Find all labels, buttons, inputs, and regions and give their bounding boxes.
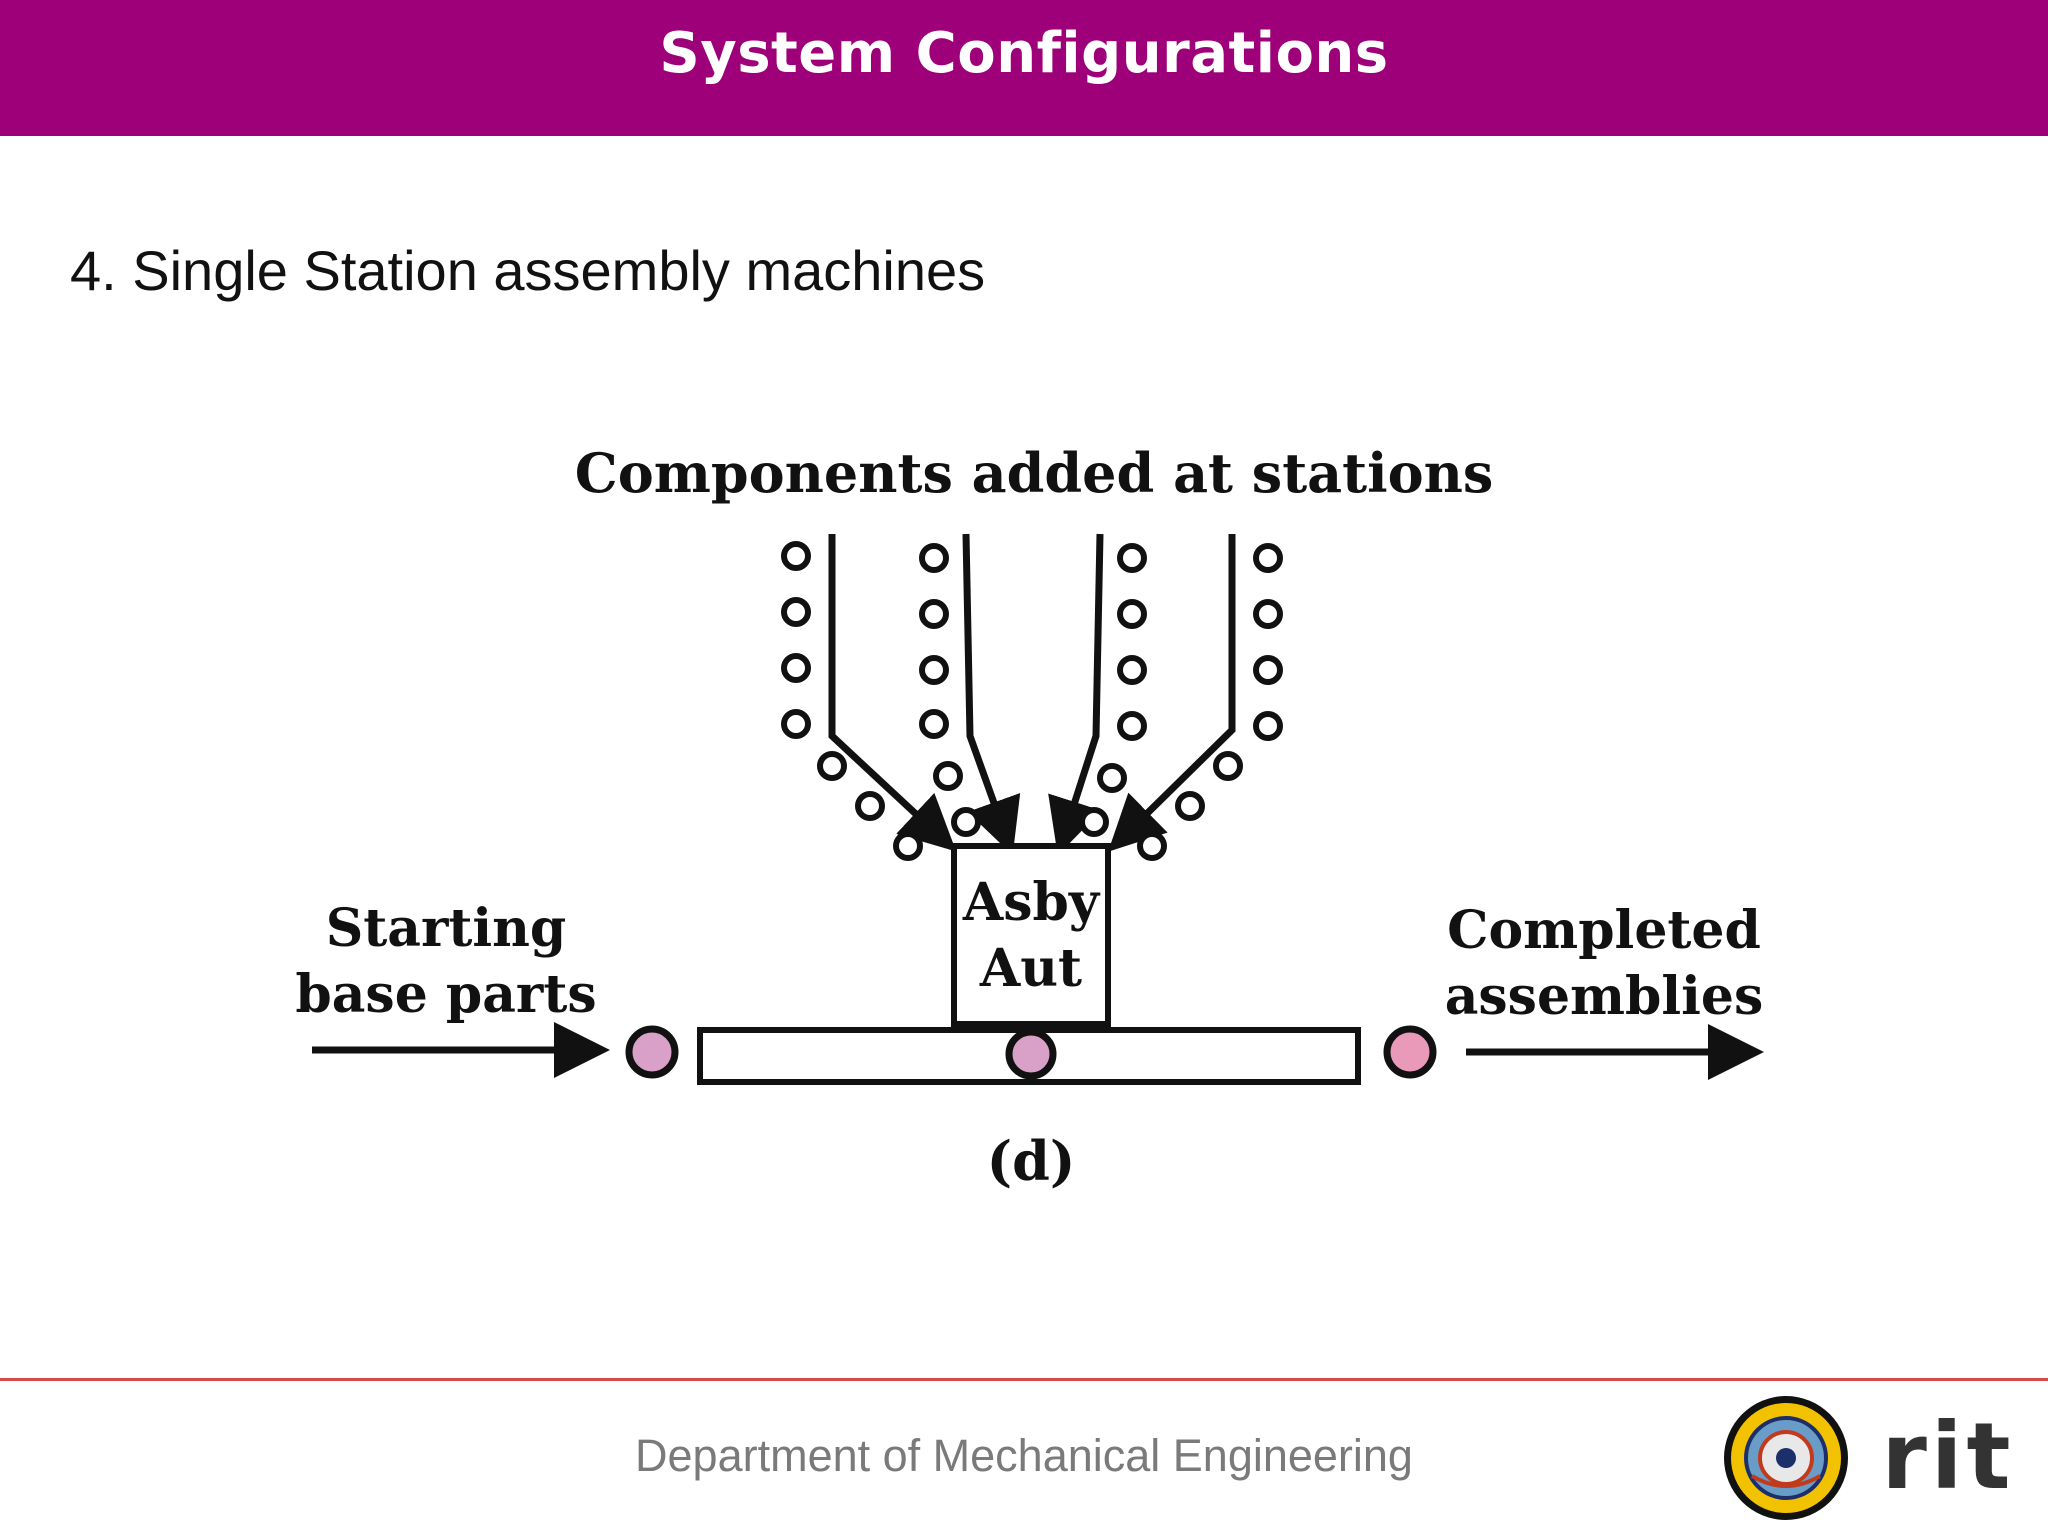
- component-part: [893, 831, 923, 861]
- institute-seal-icon: [1724, 1396, 1848, 1520]
- footer-divider: [0, 1378, 2048, 1381]
- base-part-at-station: [1005, 1028, 1057, 1080]
- component-part: [1213, 751, 1243, 781]
- component-part: [919, 709, 949, 739]
- assembly-station-box: [951, 843, 1111, 1027]
- component-part: [951, 807, 981, 837]
- slide-title: System Configurations: [659, 21, 1389, 86]
- component-part: [933, 761, 963, 791]
- footer-department: Department of Mechanical Engineering: [635, 1430, 1413, 1481]
- component-part: [1253, 599, 1283, 629]
- component-part: [1175, 791, 1205, 821]
- component-part: [1253, 543, 1283, 573]
- component-part: [855, 791, 885, 821]
- completed-label-line1: Completed: [1447, 900, 1761, 961]
- component-part: [781, 541, 811, 571]
- component-part: [1117, 711, 1147, 741]
- component-part: [1097, 763, 1127, 793]
- institute-logo: rit: [1722, 1390, 2038, 1526]
- component-part: [1117, 543, 1147, 573]
- component-part: [1137, 831, 1167, 861]
- component-part: [817, 751, 847, 781]
- component-part: [1253, 711, 1283, 741]
- component-part: [1079, 807, 1109, 837]
- base-part-incoming: [625, 1025, 679, 1079]
- feeder-arrow-4: [1108, 534, 1236, 852]
- feeder-arrows: [828, 533, 1236, 856]
- component-part: [1117, 655, 1147, 685]
- component-part: [919, 599, 949, 629]
- header-bar: [0, 0, 2048, 136]
- component-part: [919, 655, 949, 685]
- starting-label-line2: base parts: [295, 964, 596, 1025]
- feeder-arrow-3: [1048, 533, 1104, 856]
- base-part-completed: [1383, 1025, 1437, 1079]
- diagram-caption: (d): [987, 1129, 1076, 1193]
- feeder-arrow-1: [828, 534, 957, 852]
- component-parts: [781, 541, 1283, 861]
- component-part: [1117, 599, 1147, 629]
- starting-label-line1: Starting: [326, 898, 567, 959]
- section-heading: 4. Single Station assembly machines: [70, 239, 986, 302]
- component-part: [919, 543, 949, 573]
- component-part: [781, 597, 811, 627]
- component-part: [1253, 655, 1283, 685]
- station-label-line1: Asby: [962, 872, 1101, 933]
- station-label-line2: Aut: [979, 938, 1082, 999]
- completed-label-line2: assemblies: [1445, 966, 1764, 1027]
- logo-text: rit: [1882, 1403, 2015, 1510]
- component-part: [781, 653, 811, 683]
- base-parts: [625, 1025, 1437, 1080]
- component-part: [781, 709, 811, 739]
- feeder-arrow-2: [962, 533, 1021, 856]
- components-label: Components added at stations: [575, 441, 1494, 505]
